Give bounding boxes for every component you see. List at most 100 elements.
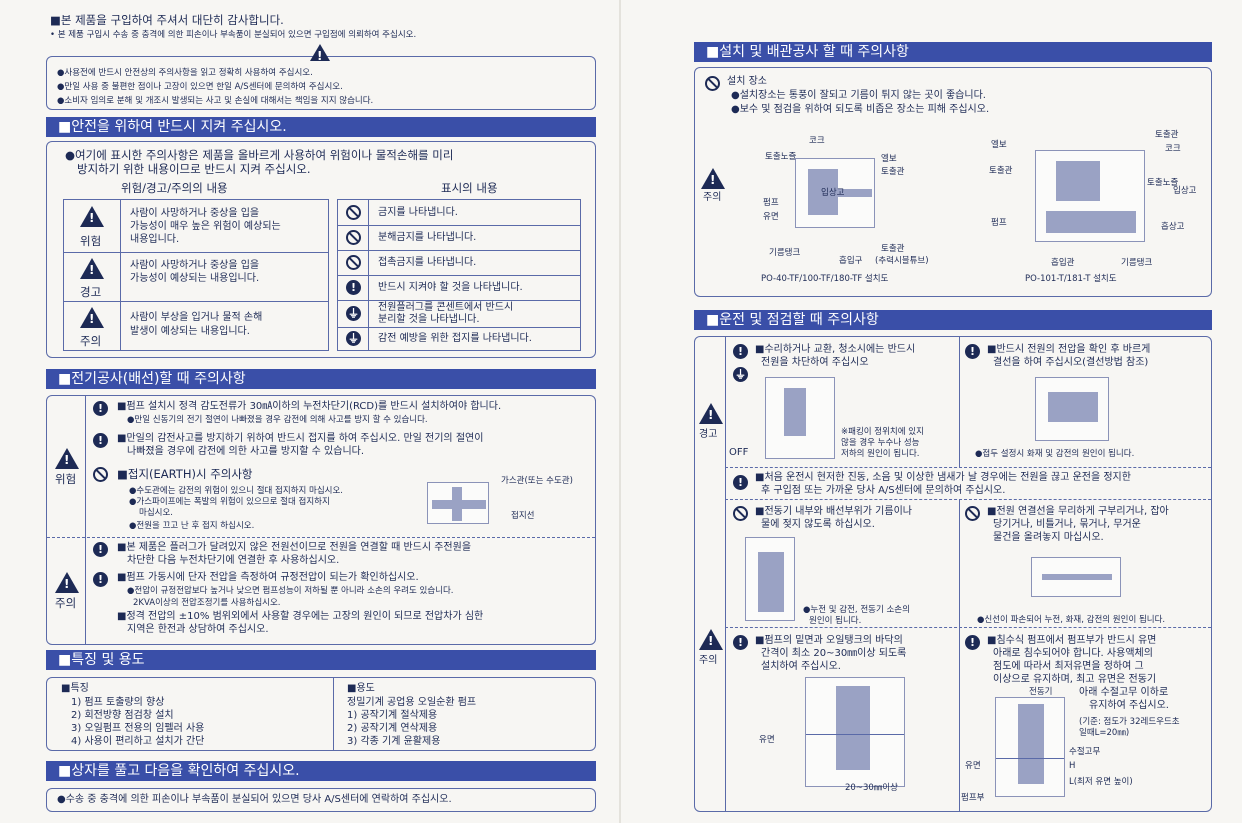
intro-bullet: ●소비자 임의로 분해 및 개조시 발생되는 사고 및 손실에 대해서는 책임을… <box>57 96 374 106</box>
operation-text: 간격이 최소 20~30㎜이상 되도록 <box>761 648 907 659</box>
no-touch-icon <box>346 255 361 270</box>
page-fold <box>619 0 621 823</box>
level-text: 내용입니다. <box>130 234 180 245</box>
operation-note: 원인이 됩니다. <box>809 616 862 626</box>
diagram-label: 토출노즐 <box>1147 178 1179 188</box>
intro-bullet: ●만일 사용 중 불편한 점이나 고장이 있으면 한일 A/S센터에 문의하여 … <box>57 82 343 92</box>
gas-pipe-illustration <box>427 482 489 524</box>
install-header: ■설치 및 배관공사 할 때 주의사항 <box>694 42 1212 62</box>
unbox-text: ●수송 중 충격에 의한 피손이나 부속품이 분실되어 있으면 당사 A/S센터… <box>57 794 452 805</box>
electric-item: 마십시오. <box>139 508 173 518</box>
diagram-label: 토출관 <box>1155 130 1179 140</box>
diagram-label: 흡입구 <box>839 256 863 266</box>
diagram-label: 수절고무 <box>1069 747 1101 757</box>
install-box: 설치 장소 ●설치장소는 통풍이 잘되고 기름이 튀지 않는 곳이 좋습니다. … <box>694 67 1212 297</box>
mandatory-icon: ! <box>93 572 108 587</box>
operation-note: ●신선이 파손되어 누전, 화재, 감전의 원인이 됩니다. <box>977 615 1166 625</box>
electric-item: 지역은 한전과 상담하여 주십시오. <box>127 624 269 635</box>
diagram-label: 코크 <box>809 136 825 146</box>
diagram-label: 흡입관 <box>1051 258 1075 268</box>
unplug-icon: ⏚ <box>733 367 748 382</box>
symbol-text: 반드시 지켜야 할 것을 나타냅니다. <box>378 282 523 293</box>
prohibition-icon <box>705 76 720 91</box>
caution-label: 주의 <box>703 192 722 203</box>
warning-icon <box>699 403 723 424</box>
use-item: 1) 공작기계 절삭제용 <box>347 710 438 721</box>
diagram-label: 코크 <box>1165 144 1181 154</box>
prohibition-icon <box>733 506 748 521</box>
diagram-label: 유면 <box>759 735 775 745</box>
electric-item: 2KVA이상의 전압조정기를 사용하십시오. <box>133 598 281 608</box>
diagram-label: 토출관 <box>881 244 905 254</box>
symbol-text: 분리할 것을 나타냅니다. <box>378 314 480 325</box>
feature-item: 2) 회전방향 점검창 설치 <box>71 710 174 721</box>
use-item: 2) 공작기계 연삭제용 <box>347 723 438 734</box>
ground-wire-label: 접지선 <box>511 511 535 521</box>
mandatory-icon: ! <box>93 433 108 448</box>
caution-icon <box>80 307 104 328</box>
mandatory-icon: ! <box>733 344 748 359</box>
electric-item: 차단한 다음 누전차단기에 연결한 후 사용하십시오. <box>127 555 340 566</box>
feature-item: 1) 펌프 토출량의 향상 <box>71 697 165 708</box>
use-intro: 정밀기계 공업용 오일순환 펌프 <box>347 697 477 708</box>
diagram-label: 펌프 <box>763 198 779 208</box>
place-title: 설치 장소 <box>727 76 767 87</box>
operation-text: 결선을 하여 주십시오(결선방법 참조) <box>993 357 1149 368</box>
operation-text: 당기거나, 비틀거나, 묶거나, 무거운 <box>993 519 1141 530</box>
level-table: 위험 사람이 사망하거나 중상을 입을 가능성이 매우 높은 위험이 예상되는 … <box>63 199 329 351</box>
intro-bullet: ●사용전에 반드시 안전상의 주의사항을 읽고 정확히 사용하여 주십시오. <box>57 68 313 78</box>
operation-note: ●누전 및 감전, 전동기 소손의 <box>803 605 910 615</box>
diagram-label: 전동기 <box>1029 687 1053 697</box>
intro-title: ■본 제품을 구입하여 주셔서 대단히 감사합니다. <box>50 13 284 27</box>
symbol-text: 분해금지를 나타냅니다. <box>378 232 477 243</box>
features-box: ■특징 1) 펌프 토출량의 향상 2) 회전방향 점검창 설치 3) 오일펌프… <box>46 677 596 751</box>
diagram-label: 흡상고 <box>1161 222 1185 232</box>
diagram-label: L(최저 유면 높이) <box>1069 777 1133 787</box>
diagram-label: 유면 <box>763 212 779 222</box>
wet-motor-illustration <box>745 537 795 621</box>
caution-icon <box>701 168 725 189</box>
no-disassembly-icon <box>346 230 361 245</box>
feature-item: 3) 오일펌프 전용의 임펠러 사용 <box>71 723 205 734</box>
diagram-label: 기름탱크 <box>1121 258 1153 268</box>
diagram-label: 일때L=20㎜) <box>1079 728 1130 738</box>
operation-text: 유지하여 주십시오. <box>1089 700 1169 711</box>
operation-note: 않을 경우 누수나 성능 <box>841 438 920 448</box>
prohibition-icon <box>93 467 108 482</box>
operation-text: 물에 젖지 않도록 하십시오. <box>761 519 875 530</box>
diagram-label: (추력시블튜브) <box>875 256 929 266</box>
intro-note: • 본 제품 구입시 수송 중 충격에 의한 피손이나 부속품이 분실되어 있으… <box>50 30 417 40</box>
gas-pipe-label: 가스관(또는 수도관) <box>501 476 573 486</box>
operation-text: 설치하여 주십시오. <box>761 661 841 672</box>
safety-col-left: 위험/경고/주의의 내용 <box>121 181 228 195</box>
diagram-label: 입상고 <box>821 188 845 198</box>
diagram-label: 토출노즐 <box>765 152 797 162</box>
electric-item: ■만일의 감전사고를 방지하기 위하여 반드시 접지를 하여 주십시오. 만일 … <box>117 433 484 444</box>
diagram-label: H <box>1069 761 1076 771</box>
safety-header: ■안전을 위하여 반드시 지켜 주십시오. <box>46 117 596 137</box>
mandatory-icon: ! <box>733 635 748 650</box>
symbol-text: 접촉금지를 나타냅니다. <box>378 257 477 268</box>
tank-clearance-illustration <box>805 677 905 787</box>
diagram-label: 엘보 <box>991 140 1007 150</box>
mandatory-icon: ! <box>733 475 748 490</box>
pump-repair-illustration <box>765 377 835 459</box>
diagram2-caption: PO-101-T/181-T 설치도 <box>1025 274 1117 284</box>
left-page: ■본 제품을 구입하여 주셔서 대단히 감사합니다. • 본 제품 구입시 수송… <box>0 0 620 823</box>
warning-label: 경고 <box>699 429 718 440</box>
place-line: ●설치장소는 통풍이 잘되고 기름이 튀지 않는 곳이 좋습니다. <box>731 90 986 101</box>
electric-item: ■펌프 가동시에 단자 전압을 측정하여 규정전압이 되는가 확인하십시오. <box>117 572 419 583</box>
use-item: 3) 각종 기계 윤활제용 <box>347 736 441 747</box>
diagram-label: 유면 <box>965 761 981 771</box>
operation-note: ●접두 설정시 화재 및 감전의 원인이 됩니다. <box>975 449 1135 459</box>
unbox-header: ■상자를 풀고 다음을 확인하여 주십시오. <box>46 761 596 781</box>
operation-text: 아래로 침수되어야 합니다. 사용액체의 <box>993 648 1153 659</box>
pump-diagram-1 <box>795 158 875 228</box>
electric-box: 위험 주의 ! ■펌프 설치시 정격 감도전류가 30㎃이하의 누전차단기(RC… <box>46 395 596 645</box>
electric-item: ■접지(EARTH)시 주의사항 <box>117 467 253 481</box>
diagram-label: 펌프 <box>991 218 1007 228</box>
operation-text: ■전동기 내부와 배선부위가 기름이나 <box>755 506 912 517</box>
diagram-label: 토출관 <box>989 166 1013 176</box>
electric-item: ●전원을 끄고 난 후 접지 하십시오. <box>129 521 255 531</box>
electric-item: ■펌프 설치시 정격 감도전류가 30㎃이하의 누전차단기(RCD)를 반드시 … <box>117 401 502 412</box>
